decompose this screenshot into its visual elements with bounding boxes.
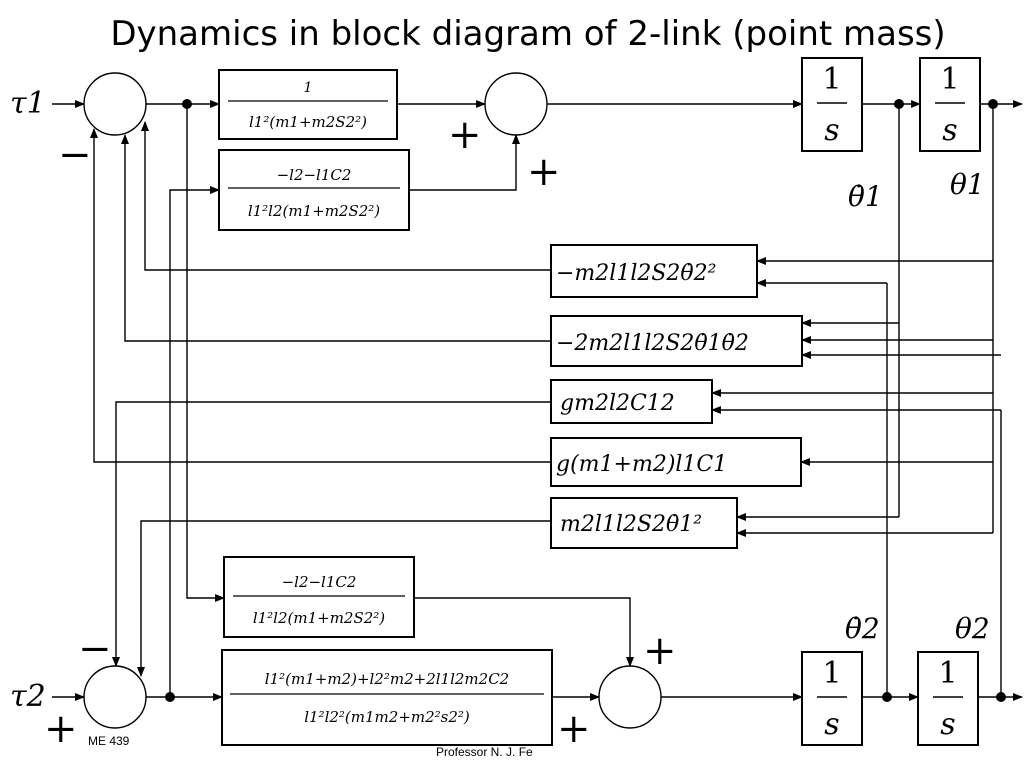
branch-node-theta2 (996, 692, 1006, 702)
branch-node-theta1-dot (894, 99, 904, 109)
feedback-3-label: gm2l2C12 (560, 391, 675, 416)
sum-junction-4 (598, 665, 662, 729)
gain-c-num: −l2−l1C2 (282, 573, 357, 591)
branch-node-theta2-dot (882, 692, 892, 702)
footer-course-label: ME 439 (88, 734, 130, 748)
sign-sum3-top: − (78, 626, 112, 672)
integrator-1-num: 1 (822, 62, 841, 97)
integrator-3-den: s (824, 707, 839, 742)
input-tau1-label: τ1 (10, 86, 46, 121)
gain-b-num: −l2−l1C2 (277, 166, 352, 184)
signal-theta2-label: θ2 (955, 612, 990, 645)
signal-theta1-label: θ1 (950, 168, 985, 201)
sign-sum4-left: + (557, 706, 591, 752)
integrator-2-num: 1 (940, 62, 959, 97)
integrator-4-num: 1 (938, 656, 957, 691)
feedback-block-1 (550, 244, 758, 298)
sign-sum1-left: − (58, 132, 92, 178)
signal-theta2-dot-label: θ̇2 (845, 612, 880, 645)
sign-sum3-left: + (44, 706, 78, 752)
sign-sum4-top: + (643, 628, 677, 674)
integrator-2-den: s (942, 113, 957, 148)
feedback-block-5 (550, 497, 738, 549)
sign-sum2-bottom: + (527, 149, 561, 195)
feedback-1-label: −m2l1l2S2θ̇2² (556, 261, 717, 286)
page-title: Dynamics in block diagram of 2-link (poi… (110, 14, 946, 54)
footer-professor-label: Professor N. J. Fe (436, 745, 533, 759)
gain-b-den: l1²l2(m1+m2S2²) (248, 202, 380, 220)
feedback-5-label: m2l1l2S2θ̇1² (560, 512, 702, 537)
integrator-3-num: 1 (822, 656, 841, 691)
branch-node-theta1 (988, 99, 998, 109)
gain-d-den: l1²l2²(m1m2+m2²s2²) (304, 708, 470, 726)
feedback-2-label: −2m2l1l2S2θ̇1θ̇2 (556, 331, 749, 356)
integrator-1-den: s (824, 113, 839, 148)
gain-a-num: 1 (304, 80, 313, 96)
sum-junction-1 (83, 72, 147, 136)
gain-d-num: l1²(m1+m2)+l2²m2+2l1l2m2C2 (265, 670, 509, 688)
branch-node-u2 (165, 692, 175, 702)
branch-node-u1 (182, 99, 192, 109)
sign-sum2-left: + (448, 112, 482, 158)
gain-c-den: l1²l2(m1+m2S2²) (253, 609, 385, 627)
integrator-4-den: s (940, 707, 955, 742)
sum-junction-3 (83, 665, 147, 729)
feedback-4-label: g(m1+m2)l1C1 (556, 452, 727, 477)
gain-block-d (221, 649, 553, 746)
sum-junction-2 (484, 72, 548, 136)
gain-a-den: l1²(m1+m2S2²) (249, 113, 367, 131)
signal-theta1-dot-label: θ̇1 (848, 180, 883, 213)
input-tau2-label: τ2 (10, 679, 46, 714)
